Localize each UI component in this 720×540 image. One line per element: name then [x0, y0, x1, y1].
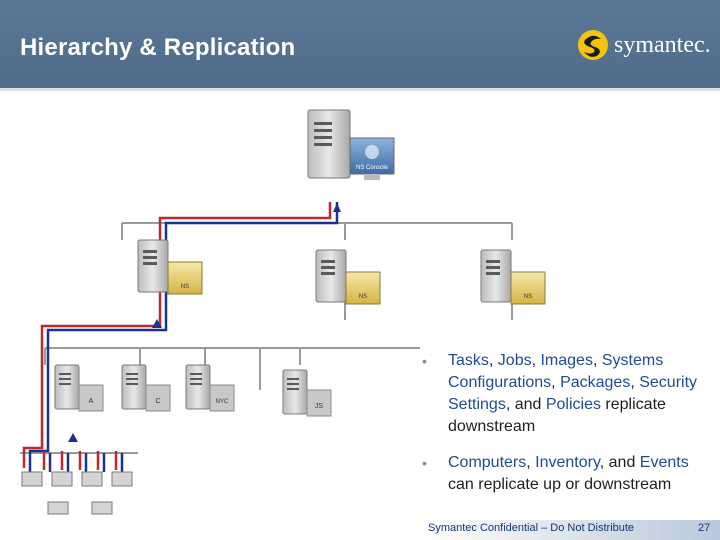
mid-server-2: NS: [315, 249, 381, 305]
replication-paths: [22, 202, 339, 472]
lower-server-1: A: [54, 364, 104, 412]
client-computers: [21, 471, 133, 515]
bullet-item-downstream: • Tasks, Jobs, Images, Systems Configura…: [422, 352, 698, 435]
svg-text:NS: NS: [359, 294, 367, 300]
symantec-logo-icon: [578, 30, 608, 60]
arrowheads: [68, 203, 341, 442]
page-number: 27: [698, 522, 711, 534]
bullet-list: • Tasks, Jobs, Images, Systems Configura…: [422, 350, 718, 510]
svg-text:C: C: [155, 398, 160, 405]
top-server: NS Console: [307, 109, 395, 180]
svg-text:NS: NS: [181, 284, 189, 290]
mid-server-3: NS: [480, 249, 546, 305]
title-bar: Hierarchy & Replication symantec.: [0, 0, 720, 90]
lower-server-4: JS: [282, 369, 332, 417]
top-server-label: NS Console: [356, 165, 389, 171]
svg-text:JS: JS: [315, 403, 324, 410]
bullet-dot-icon: •: [422, 455, 427, 471]
red-path: [22, 202, 332, 468]
footer: Symantec Confidential – Do Not Distribut…: [0, 518, 720, 540]
lower-server-3: NYC: [185, 364, 235, 412]
svg-text:NYC: NYC: [216, 399, 229, 405]
symantec-logo: symantec.: [576, 28, 711, 64]
footer-bar: [420, 520, 720, 540]
bullet-item-upstream: • Computers, Inventory, and Events can r…: [422, 454, 689, 493]
footer-confidential: Symantec Confidential – Do Not Distribut…: [428, 522, 635, 534]
slide-title: Hierarchy & Replication: [20, 34, 296, 61]
bullet-dot-icon: •: [422, 353, 427, 369]
lower-server-2: C: [121, 364, 171, 412]
svg-text:A: A: [89, 398, 94, 405]
logo-text: symantec.: [614, 32, 711, 58]
mid-server-1: NS: [137, 239, 203, 295]
header-divider: [0, 88, 720, 91]
hierarchy-diagram: NS Console NS NS NS A C NYC: [20, 109, 546, 515]
svg-text:NS: NS: [524, 294, 532, 300]
blue-path: [28, 202, 339, 472]
